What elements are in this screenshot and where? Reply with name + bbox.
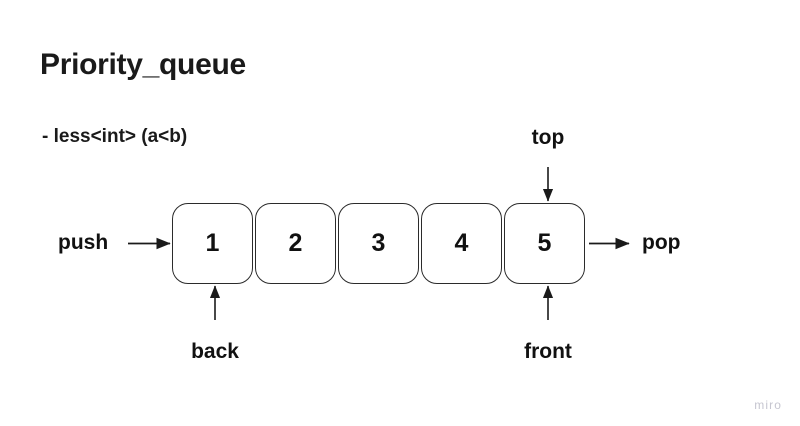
queue-cell[interactable]: 4	[421, 203, 502, 284]
pop-label: pop	[642, 231, 681, 254]
queue-cell-value: 3	[371, 229, 386, 257]
back-label: back	[191, 340, 239, 363]
page-title: Priority_queue	[40, 48, 246, 81]
front-label: front	[524, 340, 572, 363]
push-label: push	[58, 231, 109, 254]
top-label: top	[531, 126, 565, 149]
queue-cell[interactable]: 2	[255, 203, 336, 284]
queue-cell[interactable]: 3	[338, 203, 419, 284]
queue-cell[interactable]: 1	[172, 203, 253, 284]
queue-cell-value: 4	[454, 229, 469, 257]
queue-cell-value: 5	[537, 229, 552, 257]
diagram-subtitle: - less<int> (a<b)	[42, 126, 188, 147]
queue-container: 1 2 3 4 5	[172, 203, 585, 284]
queue-cell[interactable]: 5	[504, 203, 585, 284]
miro-watermark: miro	[754, 398, 782, 412]
queue-cell-value: 2	[288, 229, 303, 257]
queue-cell-value: 1	[205, 229, 220, 257]
